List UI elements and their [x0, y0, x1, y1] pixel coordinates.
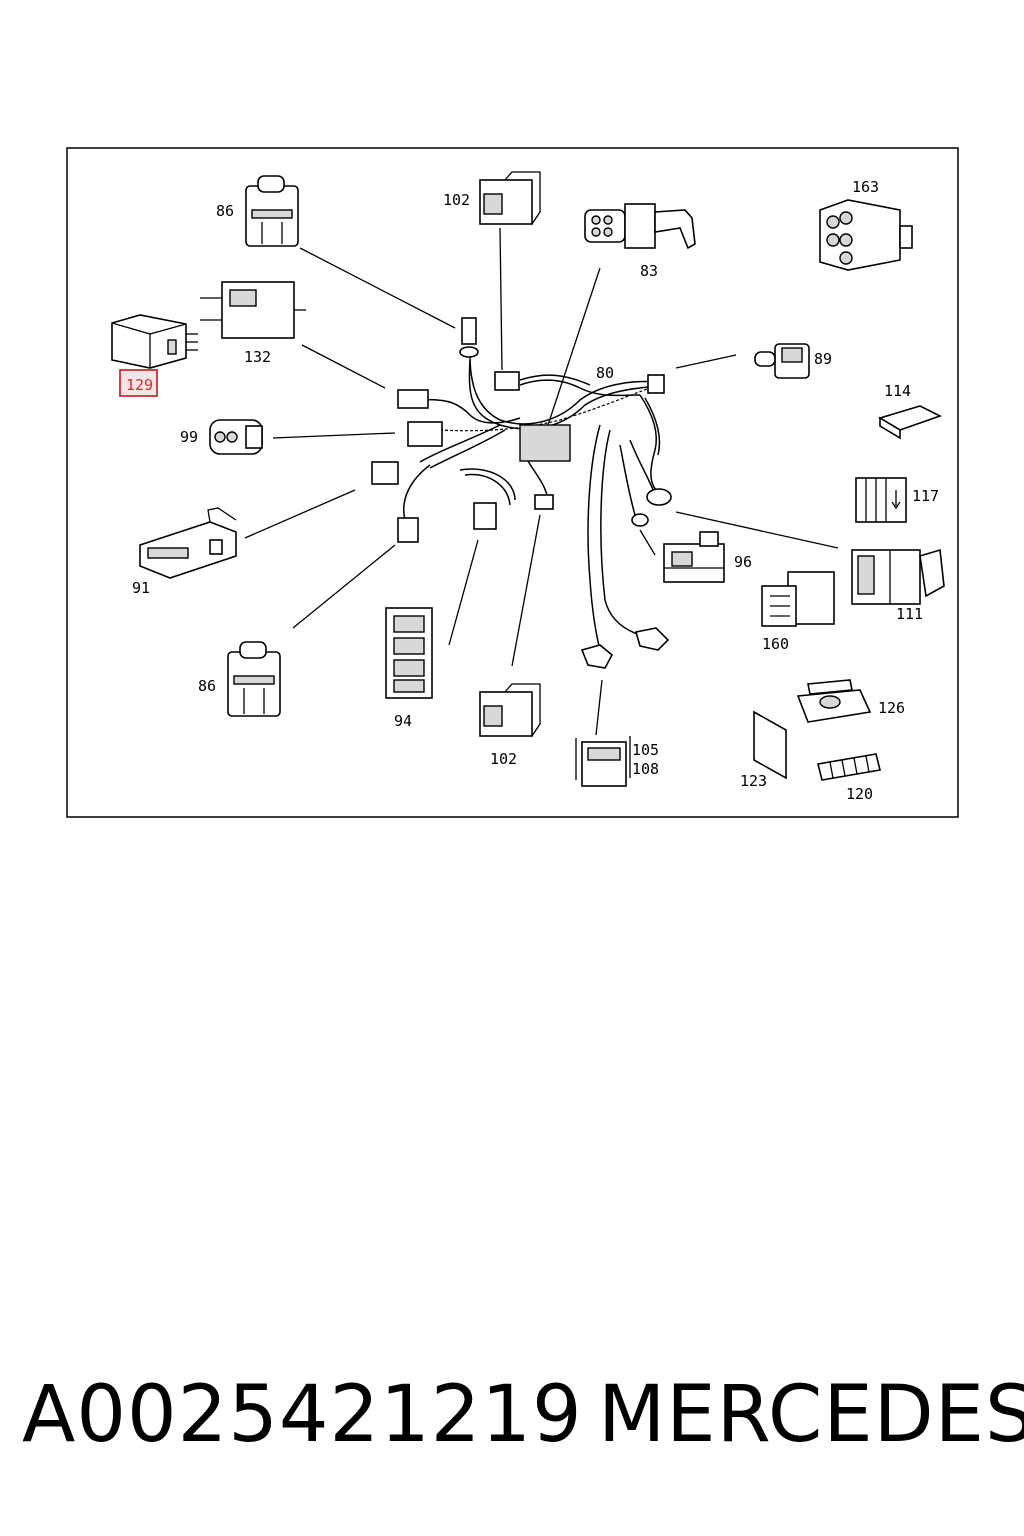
- part-number: A0025421219: [22, 1370, 583, 1460]
- part-163: [819, 199, 913, 271]
- label-86-bottom: 86: [198, 677, 216, 695]
- part-96: [663, 531, 725, 583]
- brand-name: MERCEDES: [598, 1370, 1024, 1460]
- label-160: 160: [762, 635, 789, 653]
- part-94: [385, 607, 433, 699]
- part-105-108: [575, 736, 631, 787]
- label-91: 91: [132, 579, 150, 597]
- label-108: 108: [632, 760, 659, 778]
- leader-lines: [244, 227, 839, 736]
- part-111: [851, 548, 945, 605]
- harness-connectors: [371, 317, 672, 669]
- label-89: 89: [814, 350, 832, 368]
- part-99: [209, 419, 263, 455]
- label-96: 96: [734, 553, 752, 571]
- part-123: [753, 710, 787, 780]
- part-102-bottom: [479, 683, 541, 737]
- part-114: [878, 405, 943, 440]
- label-99: 99: [180, 428, 198, 446]
- parts-diagram: 86 102 163 83 132 129 80 89 114 99 117 9…: [66, 147, 959, 818]
- label-123: 123: [740, 772, 767, 790]
- part-86-bottom: [227, 641, 281, 717]
- label-102-bottom: 102: [490, 750, 517, 768]
- part-91: [139, 507, 237, 579]
- part-160: [761, 571, 835, 627]
- label-129[interactable]: 129: [126, 376, 153, 394]
- label-105: 105: [632, 741, 659, 759]
- label-111: 111: [896, 605, 923, 623]
- label-120: 120: [846, 785, 873, 803]
- part-86-top: [245, 175, 299, 247]
- label-94: 94: [394, 712, 412, 730]
- label-126: 126: [878, 699, 905, 717]
- part-126: [796, 679, 872, 723]
- part-132: [200, 281, 306, 339]
- part-120: [817, 753, 881, 781]
- part-129: [111, 314, 198, 369]
- part-117: [855, 477, 907, 523]
- part-89: [754, 343, 810, 379]
- label-163: 163: [852, 178, 879, 196]
- label-102-top: 102: [443, 191, 470, 209]
- label-86-top: 86: [216, 202, 234, 220]
- label-83: 83: [640, 262, 658, 280]
- label-80: 80: [596, 364, 614, 382]
- footer: A0025421219 MERCEDES: [0, 1370, 1024, 1480]
- label-132: 132: [244, 348, 271, 366]
- highlight-box-129: [119, 369, 158, 397]
- label-117: 117: [912, 487, 939, 505]
- label-114: 114: [884, 382, 911, 400]
- part-102-top: [479, 171, 541, 225]
- part-83: [584, 203, 696, 250]
